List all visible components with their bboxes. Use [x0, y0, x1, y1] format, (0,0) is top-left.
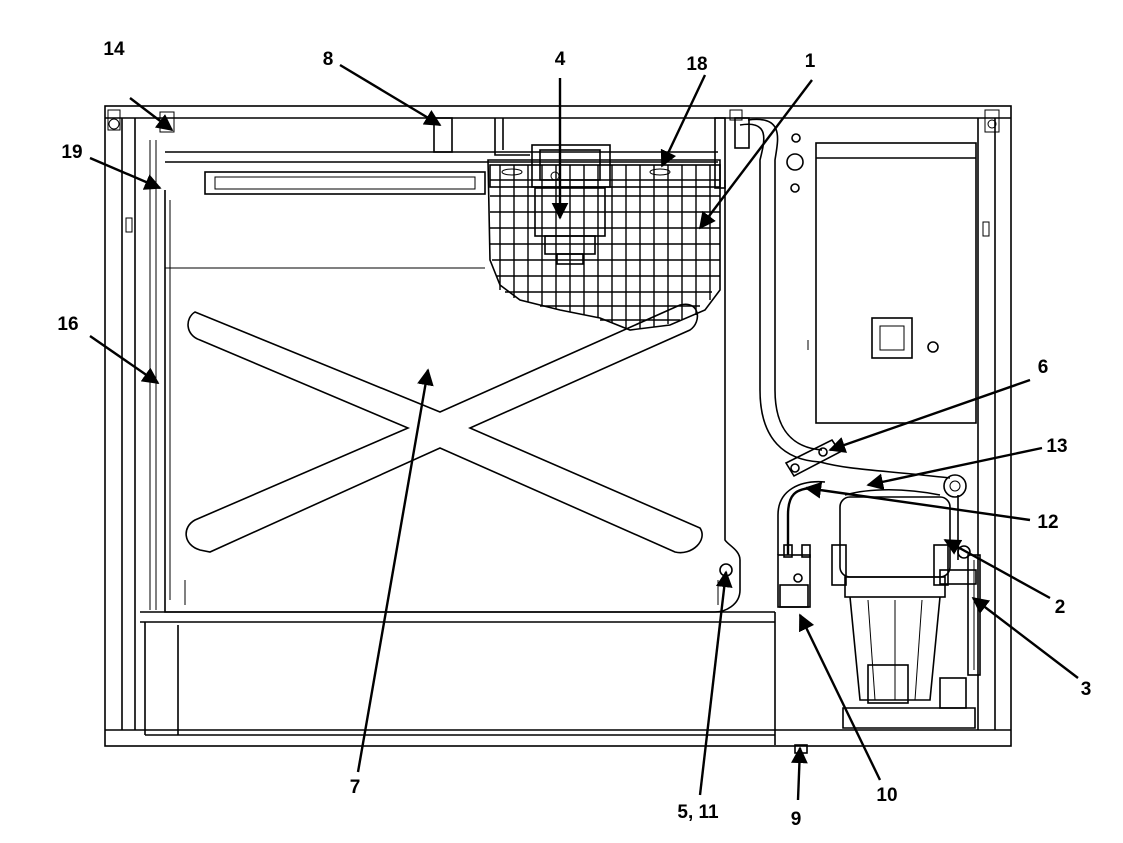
base-tray — [140, 611, 808, 754]
callout-14: 14 — [103, 39, 125, 60]
callout-12: 12 — [1037, 512, 1058, 533]
conduit — [714, 109, 823, 463]
mount-bracket-10 — [777, 544, 811, 608]
power-switch — [871, 317, 913, 359]
callout-3: 3 — [1081, 679, 1092, 700]
callout-4: 4 — [555, 49, 566, 70]
callout-13: 13 — [1046, 436, 1067, 457]
callout-5-11: 5, 11 — [677, 802, 719, 823]
thermostat-bracket — [531, 144, 611, 265]
callout-2: 2 — [1055, 597, 1066, 618]
callout-1: 1 — [805, 51, 816, 72]
component-8 — [433, 117, 453, 153]
callout-16: 16 — [57, 314, 78, 335]
callout-arrows — [89, 63, 1079, 801]
top-rail — [165, 117, 718, 195]
callout-19: 19 — [61, 142, 82, 163]
control-box — [786, 133, 977, 424]
callout-9: 9 — [791, 809, 802, 830]
callout-7: 7 — [350, 777, 361, 798]
callout-8: 8 — [323, 49, 334, 70]
callout-6: 6 — [1038, 357, 1049, 378]
callout-labels: 1 2 3 4 5, 11 6 7 8 9 10 12 13 14 16 18 … — [57, 39, 1091, 830]
heating-grid — [487, 159, 721, 331]
clamp-6 — [784, 438, 842, 478]
cabinet-frame — [104, 105, 1012, 747]
callout-10: 10 — [876, 785, 897, 806]
callout-18: 18 — [686, 54, 707, 75]
